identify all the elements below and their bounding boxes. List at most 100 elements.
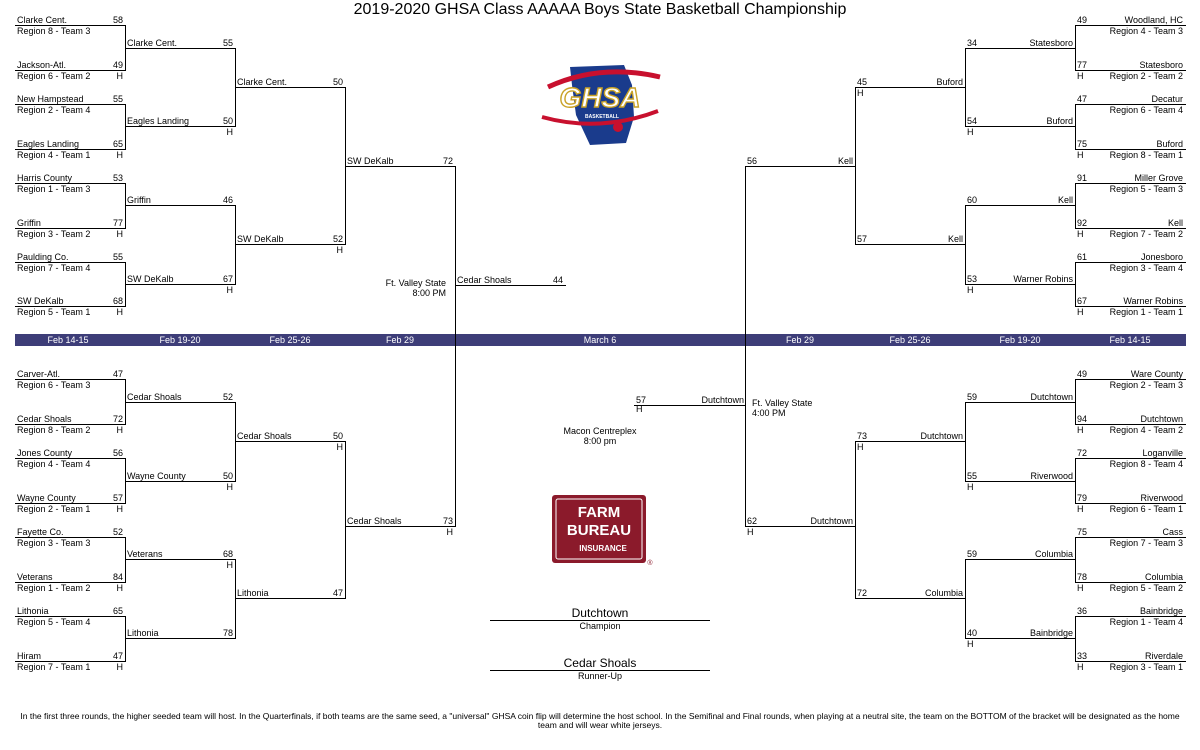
top_left-r2-team-name: Clarke Cent. (127, 38, 178, 48)
top_left-r1-slot-line (15, 228, 126, 229)
top_right-r2-score: 34 (967, 38, 978, 48)
bottom_right-r4-host-marker: H (747, 527, 754, 537)
bottom_right-r1-region: Region 7 - Team 3 (1109, 538, 1183, 548)
top_left-r1-score: 53 (112, 173, 123, 183)
bottom_right-r1-score: 49 (1077, 369, 1088, 379)
top_left-r2-slot-line (125, 205, 236, 206)
bottom_left-r1-slot-line (15, 458, 126, 459)
top_left-r1-score: 55 (112, 94, 123, 104)
bottom_left-r1-slot-line (15, 503, 126, 504)
top_left-r2-score: 46 (222, 195, 233, 205)
champion-label: Champion (579, 621, 621, 631)
bottom_left-r2-slot-line (125, 559, 236, 560)
top_right-r3-team-name: Kell (947, 234, 963, 244)
top_right-r2-score: 53 (967, 274, 978, 284)
round-date-label: March 6 (583, 335, 617, 345)
bottom_left-r4-slot-line (345, 526, 456, 527)
bottom_left-r1-slot-line (15, 582, 126, 583)
top_left-r2-score: 50 (222, 116, 233, 126)
bottom_left-r1-score: 72 (112, 414, 123, 424)
top_left-r3-team-name: Clarke Cent. (237, 77, 288, 87)
top_right-r2-slot-line (965, 284, 1076, 285)
farm-bureau-line2: BUREAU (567, 522, 631, 539)
bottom_right-r1-slot-line (1075, 458, 1186, 459)
bottom_right-r1-host-marker: H (1077, 583, 1084, 593)
top_right-r1-host-marker: H (1077, 150, 1084, 160)
round-date-label: Feb 29 (785, 335, 815, 345)
top_left-r1-host-marker: H (116, 229, 124, 239)
bottom_right-r2-team-name: Dutchtown (1030, 392, 1073, 402)
bottom_right-r2-connector (965, 559, 966, 639)
final-time: 8:00 pm (583, 436, 617, 446)
top_left-r2-slot-line (125, 126, 236, 127)
bottom_right-r2-slot-line (965, 481, 1076, 482)
top_left-r3-team-name: SW DeKalb (237, 234, 284, 244)
final-left-team-name: Cedar Shoals (457, 275, 512, 285)
bottom_left-r2-slot-line (125, 402, 236, 403)
top_right-r3-slot-line (855, 87, 966, 88)
top_left-r1-team-name: Jackson-Atl. (17, 60, 67, 70)
top_right-r1-slot-line (1075, 25, 1186, 26)
bottom_right-r1-slot-line (1075, 379, 1186, 380)
top_right-r1-slot-line (1075, 262, 1186, 263)
top_right-r2-host-marker: H (967, 285, 974, 295)
bottom_right-r3-slot-line (855, 441, 966, 442)
top_right-r1-score: 61 (1077, 252, 1088, 262)
top_right-r1-team-name: Kell (1167, 218, 1183, 228)
bottom_right-r1-host-marker: H (1077, 662, 1084, 672)
top_right-r1-slot-line (1075, 306, 1186, 307)
bottom_right-r1-team-name: Riverwood (1140, 493, 1183, 503)
farm-bureau-logo: FARM BUREAU INSURANCE ® (552, 495, 653, 567)
bottom_left-r1-slot-line (15, 424, 126, 425)
bottom_left-r1-team-name: Hiram (17, 651, 41, 661)
top_right-r1-team-name: Jonesboro (1140, 252, 1183, 262)
top_right-r1-region: Region 1 - Team 1 (1109, 307, 1183, 317)
top_left-r1-team-name: Clarke Cent. (17, 15, 68, 25)
top_left-r1-slot-line (15, 183, 126, 184)
bottom_left-r1-region: Region 3 - Team 3 (17, 538, 91, 548)
champion-underline (490, 620, 710, 621)
bottom_right-r2-score: 59 (967, 549, 978, 559)
bottom_left-r1-team-name: Fayette Co. (17, 527, 64, 537)
top_left-r1-score: 58 (112, 15, 123, 25)
top_left-r1-connector (125, 183, 126, 229)
top_left-r1-team-name: Griffin (17, 218, 41, 228)
bottom_right-r1-slot-line (1075, 503, 1186, 504)
top_right-r3-host-marker: H (857, 88, 864, 98)
top_left-r3-score: 52 (332, 234, 343, 244)
bottom_right-r1-region: Region 1 - Team 4 (1109, 617, 1183, 627)
bottom_right-r1-score: 36 (1077, 606, 1088, 616)
final-left-score: 44 (552, 275, 563, 285)
top_left-r1-connector (125, 104, 126, 150)
top_left-r1-team-name: SW DeKalb (17, 296, 64, 306)
bottom_left-r3-slot-line (235, 441, 346, 442)
round-date-label: Feb 19-20 (999, 335, 1041, 345)
bottom_left-r1-score: 84 (112, 572, 123, 582)
bottom_right-r2-connector (965, 402, 966, 482)
top_right-r2-score: 54 (967, 116, 978, 126)
top_left-r1-score: 65 (112, 139, 123, 149)
runner-up-name: Cedar Shoals (563, 656, 637, 670)
bottom_left-r1-region: Region 6 - Team 3 (17, 380, 91, 390)
bottom_left-r1-team-name: Cedar Shoals (17, 414, 72, 424)
top_right-r1-score: 67 (1077, 296, 1088, 306)
top_left-r1-slot-line (15, 70, 126, 71)
bottom_right-r3-score: 73 (857, 431, 868, 441)
bottom_right-r2-team-name: Bainbridge (1029, 628, 1073, 638)
bottom_right-r1-connector (1075, 616, 1076, 662)
bottom_right-r1-slot-line (1075, 616, 1186, 617)
top_right-r2-team-name: Kell (1057, 195, 1073, 205)
top_right-r1-host-marker: H (1077, 229, 1084, 239)
top_left-r2-score: 67 (222, 274, 233, 284)
bottom_left-r1-host-marker: H (116, 504, 124, 514)
bottom_left-r1-score: 57 (112, 493, 123, 503)
round-date-label: Feb 25-26 (889, 335, 931, 345)
bottom_left-r1-region: Region 5 - Team 4 (17, 617, 91, 627)
top_right-r1-score: 91 (1077, 173, 1088, 183)
bottom_right-r1-team-name: Ware County (1130, 369, 1183, 379)
top_left-r1-region: Region 5 - Team 1 (17, 307, 91, 317)
top_left-r2-slot-line (125, 284, 236, 285)
bottom_left-r2-slot-line (125, 638, 236, 639)
top_right-r1-region: Region 6 - Team 4 (1109, 105, 1183, 115)
